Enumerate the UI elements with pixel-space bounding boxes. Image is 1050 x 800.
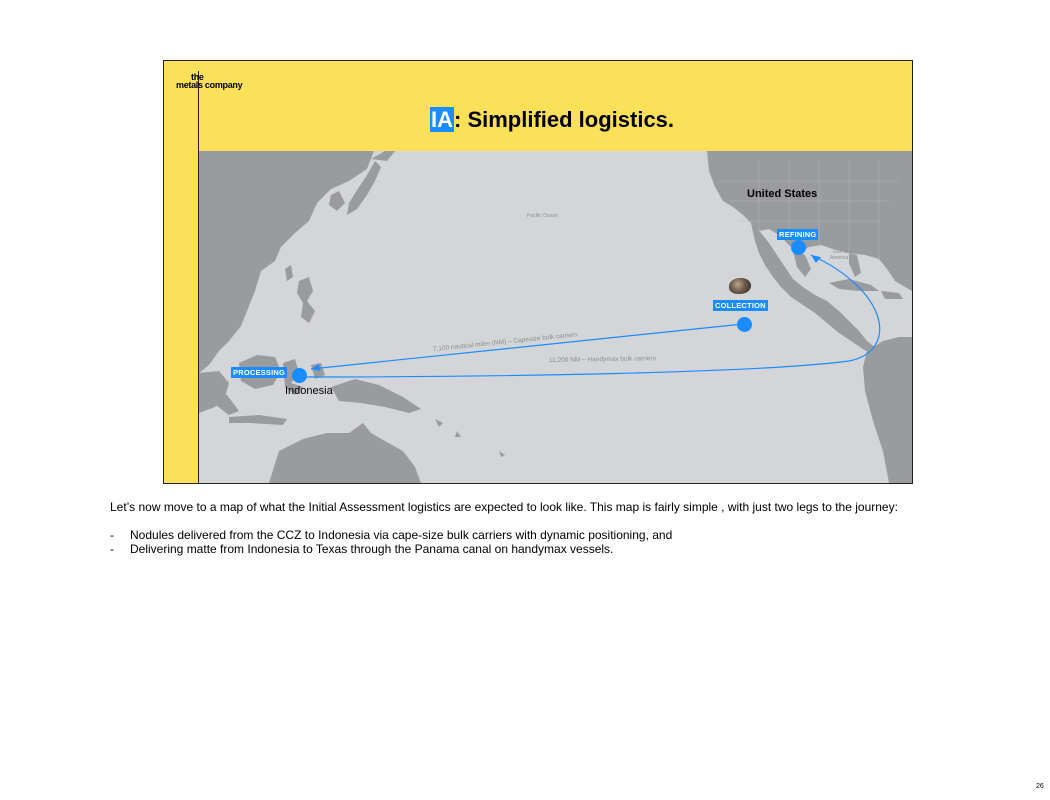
- philippines-landmass: [285, 265, 315, 323]
- notes-item: Nodules delivered from the CCZ to Indone…: [110, 528, 950, 542]
- logo-main-text: metals company: [176, 80, 243, 90]
- slide: the metals company IA: Simplified logist…: [163, 60, 913, 484]
- new-guinea-landmass: [331, 379, 421, 413]
- japan-landmass: [329, 151, 395, 215]
- state-borders: [719, 161, 899, 261]
- notes-item: Delivering matte from Indonesia to Texas…: [110, 542, 950, 556]
- title-text: : Simplified logistics.: [454, 107, 675, 132]
- caribbean-landmass: [829, 253, 903, 299]
- pacific-islands: [435, 419, 505, 457]
- map-graphic: [199, 151, 912, 483]
- ocean-label: Pacific Ocean: [527, 213, 558, 219]
- australia-landmass: [269, 423, 421, 483]
- arrow-head-processing: [311, 364, 320, 371]
- gulf-label-line1: Gulf of: [833, 249, 848, 255]
- slide-title: IA: Simplified logistics.: [430, 107, 674, 133]
- notes-list: Nodules delivered from the CCZ to Indone…: [110, 528, 950, 556]
- mexico-central-america-landmass: [751, 223, 877, 355]
- divider-line: [198, 71, 199, 483]
- asia-landmass: [199, 151, 374, 373]
- route-handymax: [298, 254, 881, 378]
- notes-intro: Let’s now move to a map of what the Init…: [110, 500, 898, 514]
- nodule-icon: [729, 278, 751, 294]
- refining-marker: [791, 240, 806, 255]
- company-logo: the metals company: [176, 72, 243, 90]
- south-america-landmass: [863, 337, 912, 483]
- processing-marker: [292, 368, 307, 383]
- logistics-map: Pacific Ocean Gulf of America United Sta…: [199, 151, 912, 483]
- collection-marker: [737, 317, 752, 332]
- logo-small-text: the: [191, 72, 204, 82]
- title-banner: [164, 61, 912, 151]
- gulf-label-line2: America: [830, 255, 849, 261]
- tag-collection: COLLECTION: [713, 300, 768, 311]
- shipping-routes: [298, 254, 881, 378]
- page-number: 26: [1036, 783, 1044, 790]
- tag-refining: REFINING: [777, 229, 819, 240]
- label-indonesia: Indonesia: [285, 385, 333, 397]
- speaker-notes: Let’s now move to a map of what the Init…: [110, 500, 950, 556]
- label-united-states: United States: [747, 188, 818, 200]
- left-accent-strip: [164, 61, 199, 483]
- arrow-head-refining: [811, 255, 821, 263]
- title-highlight: IA: [430, 107, 454, 132]
- route-capesize: [310, 323, 744, 370]
- tag-processing: PROCESSING: [231, 367, 288, 378]
